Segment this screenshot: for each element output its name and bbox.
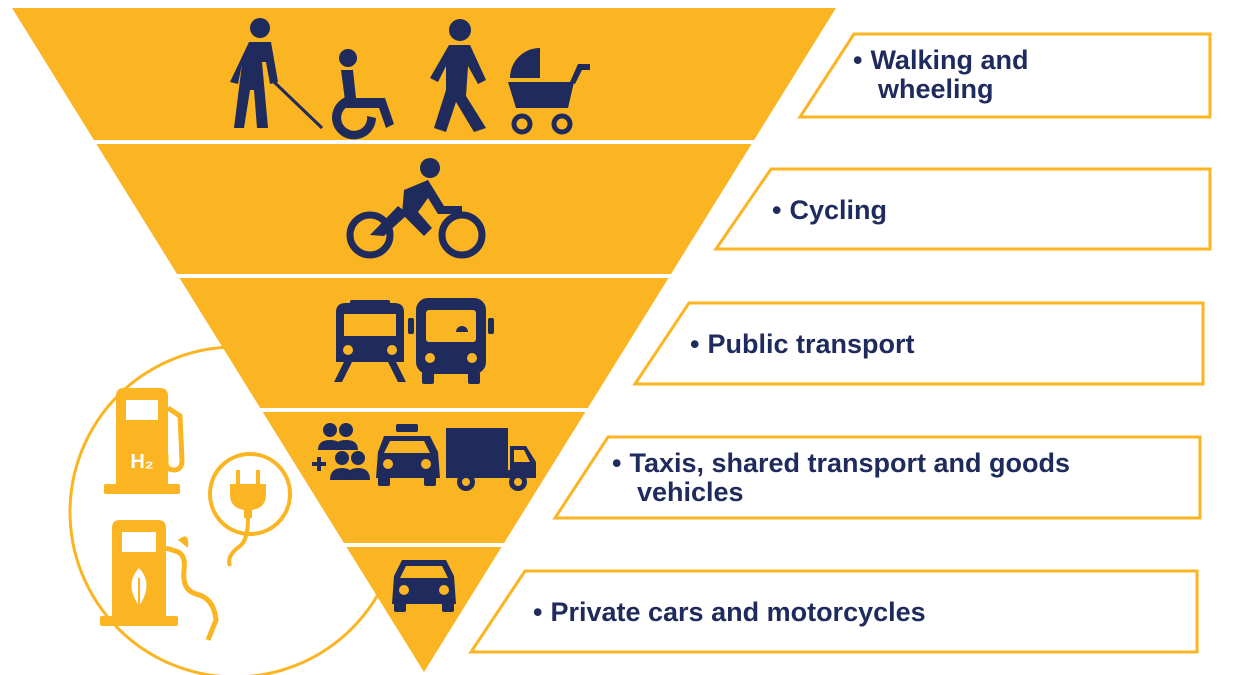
pyramid-dividers — [80, 140, 770, 547]
hydrogen-label: H₂ — [130, 451, 153, 473]
van-icon — [446, 428, 536, 491]
cyclist-icon — [346, 158, 486, 259]
blind-person-icon — [230, 18, 324, 130]
car-icon — [392, 560, 456, 612]
pram-icon — [508, 48, 590, 135]
tier-2-label-box — [713, 167, 1212, 251]
pedestrian-icon — [430, 19, 486, 132]
tier-5-label-box — [468, 569, 1199, 654]
train-icon — [334, 300, 406, 382]
shared-people-icon — [312, 423, 370, 480]
tier-4-label-box — [552, 435, 1202, 520]
hydrogen-pump-icon: H₂ — [104, 388, 185, 494]
tier-3-label-box — [632, 301, 1205, 386]
bus-icon — [408, 298, 494, 384]
tier-1-label-box — [797, 32, 1212, 119]
biofuel-pump-icon — [100, 520, 219, 641]
wheelchair-user-icon — [332, 49, 394, 140]
taxi-icon — [376, 424, 440, 486]
electric-plug-icon — [208, 452, 292, 567]
